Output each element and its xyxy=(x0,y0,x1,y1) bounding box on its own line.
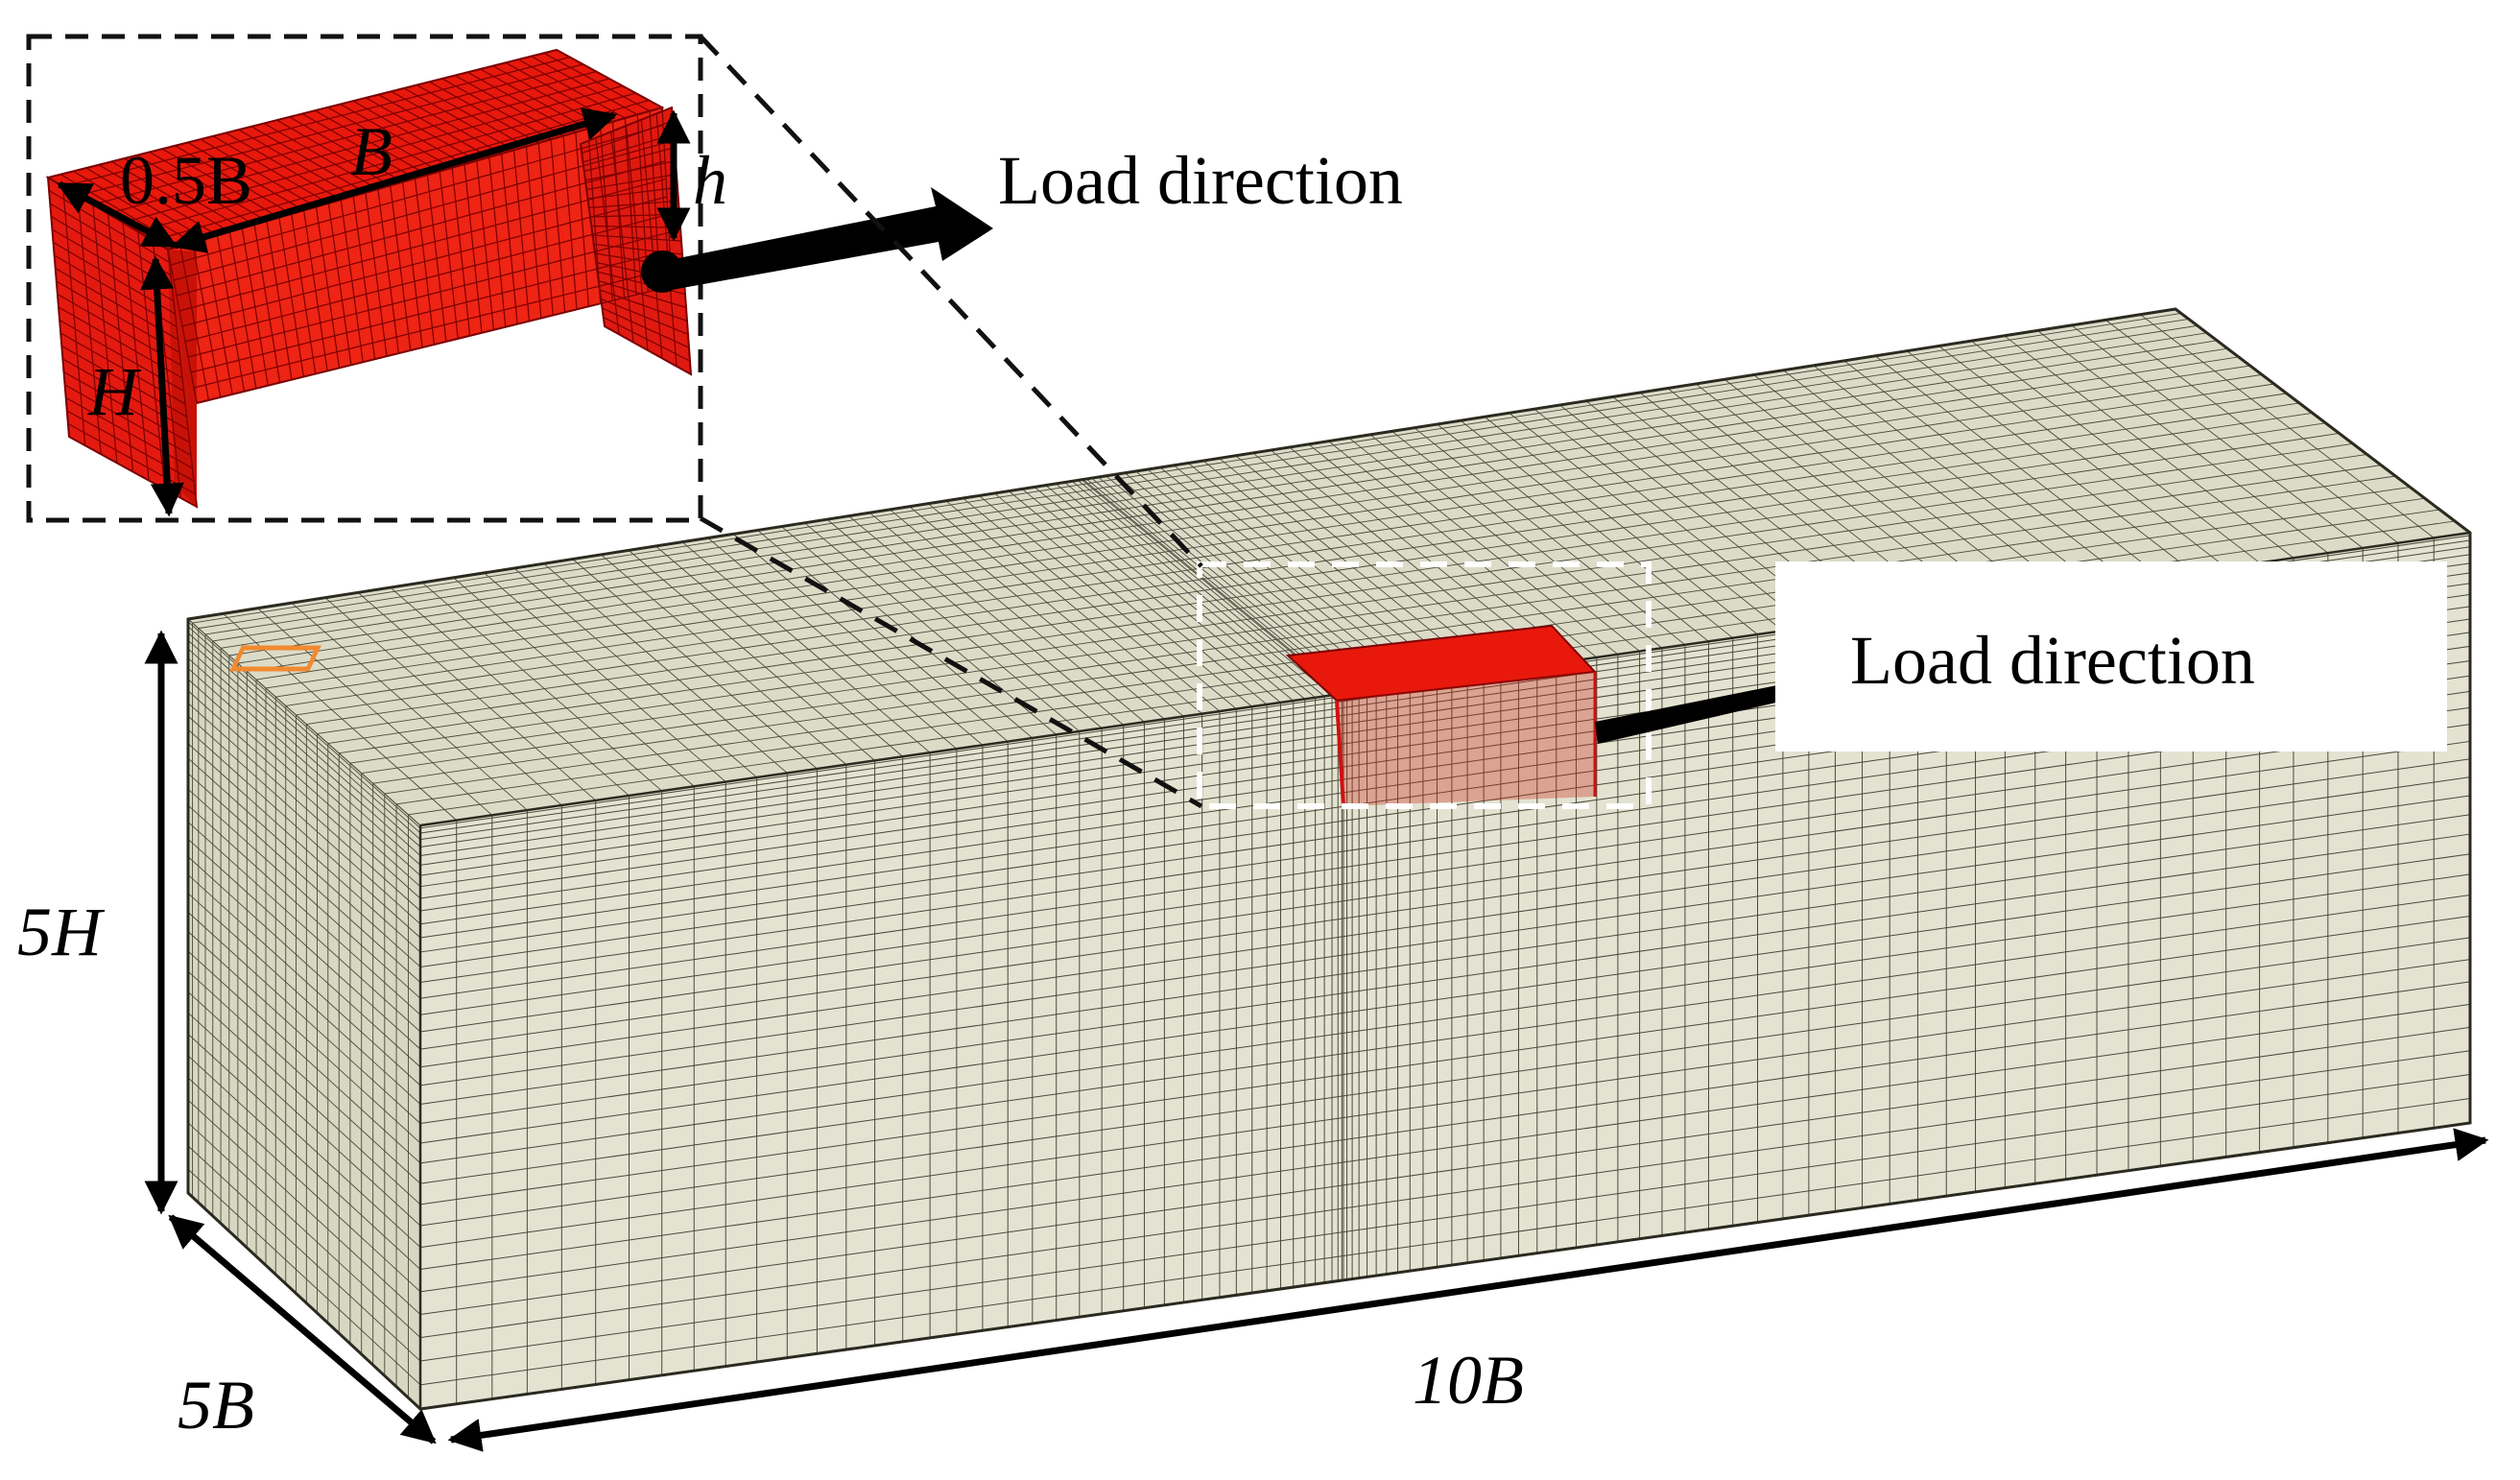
inset-embed-label: h xyxy=(693,142,727,219)
inset-width-label: B xyxy=(350,113,392,190)
load-direction-main-label: Load direction xyxy=(1850,622,2255,699)
domain-length-arrow xyxy=(447,1128,2489,1452)
highlight-box xyxy=(1197,561,1652,809)
domain-side-face xyxy=(188,619,420,1409)
foundation-front xyxy=(1337,672,1595,806)
inset-height-arrow xyxy=(140,255,184,517)
inset-width-arrow xyxy=(171,107,618,253)
zoom-line-lower xyxy=(699,515,1203,809)
domain-outline xyxy=(186,307,2472,1411)
domain-length-label: 10B xyxy=(1413,1342,1524,1419)
domain-depth-arrow xyxy=(168,1214,437,1444)
corner-marker xyxy=(229,645,321,672)
foundation-main xyxy=(1285,624,1598,807)
load-arrow-main xyxy=(1595,662,1838,744)
domain-top-face xyxy=(188,309,2470,825)
load-arrow-inset xyxy=(664,187,993,290)
zoom-line-upper xyxy=(699,35,1203,568)
inset-depth-arrow xyxy=(56,180,178,250)
inset-depth-label: 0.5B xyxy=(120,142,252,219)
load-direction-inset-label: Load direction xyxy=(998,142,1403,219)
domain-depth-label: 5B xyxy=(178,1367,254,1444)
inset-height-label: H xyxy=(87,353,142,430)
load-label-box xyxy=(1775,561,2447,752)
domain-height-label: 5H xyxy=(17,894,106,970)
inset-panel: 0.5B B H h Load direction xyxy=(26,34,1403,523)
